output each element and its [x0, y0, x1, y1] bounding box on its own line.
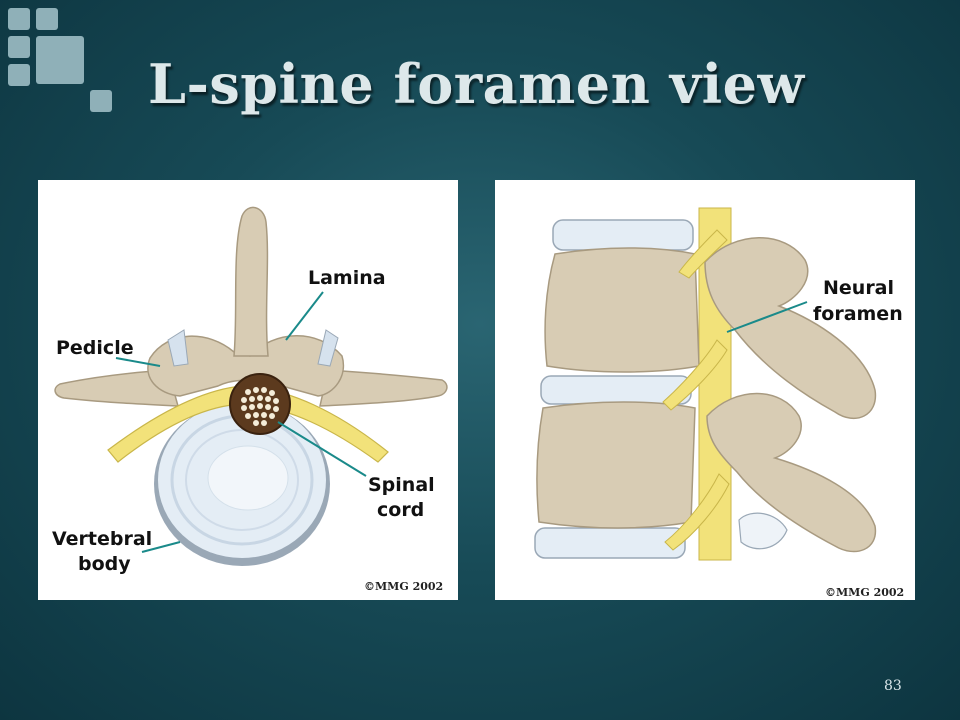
decor-square	[8, 64, 30, 86]
label-neural-foramen-line2: foramen	[813, 303, 903, 325]
label-lamina: Lamina	[308, 267, 386, 289]
vertebral-body-lower	[536, 401, 696, 529]
vertebral-body-upper	[544, 247, 700, 373]
posterior-elements-upper	[704, 237, 877, 420]
lateral-spine-illustration: Neural foramen ©MMG 2002	[534, 207, 904, 599]
pointer-vertebral-body	[141, 541, 181, 553]
left-transverse-process	[54, 369, 180, 407]
right-facet	[317, 329, 339, 367]
decor-square	[36, 8, 58, 30]
label-pedicle: Pedicle	[56, 337, 134, 359]
pointer-lamina	[285, 291, 324, 341]
spinous-process	[233, 206, 269, 357]
lateral-spine-figure: Neural foramen ©MMG 2002	[495, 180, 915, 600]
copyright-right: ©MMG 2002	[825, 586, 904, 599]
pointer-pedicle	[115, 357, 161, 367]
left-facet	[167, 329, 189, 367]
decor-square	[36, 36, 84, 84]
label-spinal-cord-line1: Spinal	[368, 474, 435, 496]
posterior-elements-lower	[706, 392, 877, 553]
disc-center	[207, 445, 289, 511]
label-vertebral-body-line1: Vertebral	[52, 528, 152, 550]
label-spinal-cord-line2: cord	[377, 499, 424, 521]
decor-square	[8, 8, 30, 30]
nerve-root-lower	[664, 473, 730, 551]
nerve-root-middle	[662, 339, 728, 411]
axial-vertebra-illustration: Lamina Pedicle Spinal cord Vertebral bod…	[52, 206, 448, 593]
posterior-arch	[147, 335, 345, 397]
disc-top	[552, 219, 694, 251]
spinal-cord-fibers	[241, 387, 279, 426]
decor-square	[8, 36, 30, 58]
copyright-left: ©MMG 2002	[364, 580, 443, 593]
axial-vertebra-figure: Lamina Pedicle Spinal cord Vertebral bod…	[38, 180, 458, 600]
right-transverse-process	[319, 369, 448, 407]
facet-cap	[738, 512, 788, 550]
slide-title: L-spine foramen view	[148, 52, 805, 116]
decor-square	[90, 90, 112, 112]
decorative-squares	[0, 0, 130, 130]
disc-bottom	[534, 527, 686, 559]
disc-ring	[185, 429, 299, 531]
page-number: 83	[884, 678, 902, 694]
nerve-root-upper	[678, 229, 728, 279]
label-vertebral-body-line2: body	[78, 553, 131, 575]
pointer-neural-foramen	[726, 301, 808, 333]
label-neural-foramen-line1: Neural	[823, 277, 894, 299]
pointer-spinal-cord	[277, 421, 367, 477]
